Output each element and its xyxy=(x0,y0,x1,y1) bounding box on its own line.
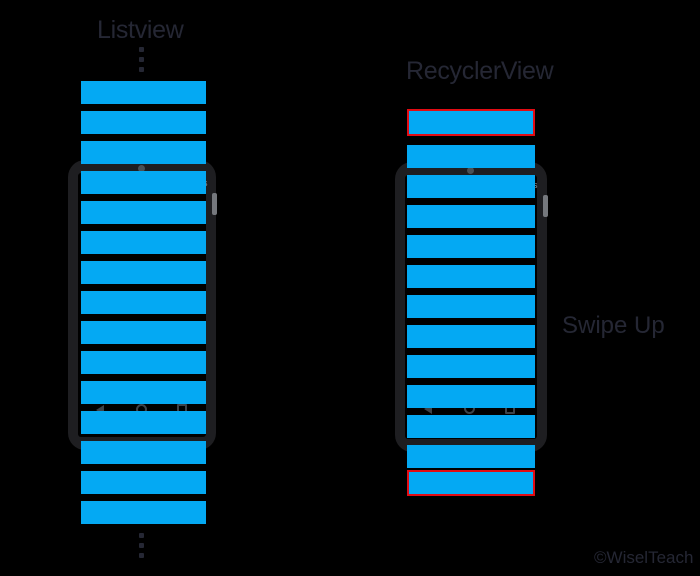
list-item-bar xyxy=(81,261,206,284)
power-button xyxy=(212,193,217,215)
list-item-bar xyxy=(81,291,206,314)
ellipsis-dot xyxy=(139,543,144,548)
listview-items xyxy=(81,81,206,524)
recycled-item-bar-top xyxy=(407,109,535,136)
list-item-bar xyxy=(407,385,535,408)
list-item-bar xyxy=(407,445,535,468)
list-item-bar xyxy=(407,175,535,198)
list-item-bar xyxy=(407,295,535,318)
list-item-bar xyxy=(81,111,206,134)
ellipsis-dot xyxy=(139,533,144,538)
list-item-bar xyxy=(81,411,206,434)
listview-title: Listview xyxy=(97,16,184,44)
ellipsis-dot xyxy=(139,57,144,62)
list-item-bar xyxy=(81,381,206,404)
ellipsis-dot xyxy=(139,47,144,52)
list-item-bar xyxy=(407,265,535,288)
list-item-bar xyxy=(407,355,535,378)
swipe-up-label: Swipe Up xyxy=(562,312,665,339)
list-item-bar xyxy=(81,441,206,464)
list-item-bar xyxy=(81,201,206,224)
list-item-bar xyxy=(81,471,206,494)
power-button xyxy=(543,195,548,217)
recyclerview-title: RecyclerView xyxy=(406,57,554,85)
recycled-item-bar-bottom xyxy=(407,470,535,496)
camera-icon xyxy=(467,167,474,174)
list-item-bar xyxy=(407,145,535,168)
list-item-bar xyxy=(81,141,206,164)
nav-back-icon xyxy=(424,404,432,414)
ellipsis-dot xyxy=(139,67,144,72)
list-item-bar xyxy=(81,81,206,104)
more-items-top-ellipsis-icon xyxy=(139,47,144,72)
list-item-bar xyxy=(81,171,206,194)
list-item-bar xyxy=(81,351,206,374)
list-item-bar xyxy=(407,235,535,258)
list-item-bar xyxy=(407,205,535,228)
list-item-bar xyxy=(81,231,206,254)
nav-back-icon xyxy=(96,405,104,415)
phone-logo-mark: s xyxy=(533,180,538,190)
list-item-bar xyxy=(81,501,206,524)
list-item-bar xyxy=(81,321,206,344)
list-item-bar xyxy=(407,325,535,348)
list-item-bar xyxy=(407,415,535,438)
more-items-bottom-ellipsis-icon xyxy=(139,533,144,558)
recyclerview-items xyxy=(407,145,535,468)
watermark: ©WiselTeach xyxy=(594,548,694,567)
ellipsis-dot xyxy=(139,553,144,558)
camera-icon xyxy=(138,165,145,172)
